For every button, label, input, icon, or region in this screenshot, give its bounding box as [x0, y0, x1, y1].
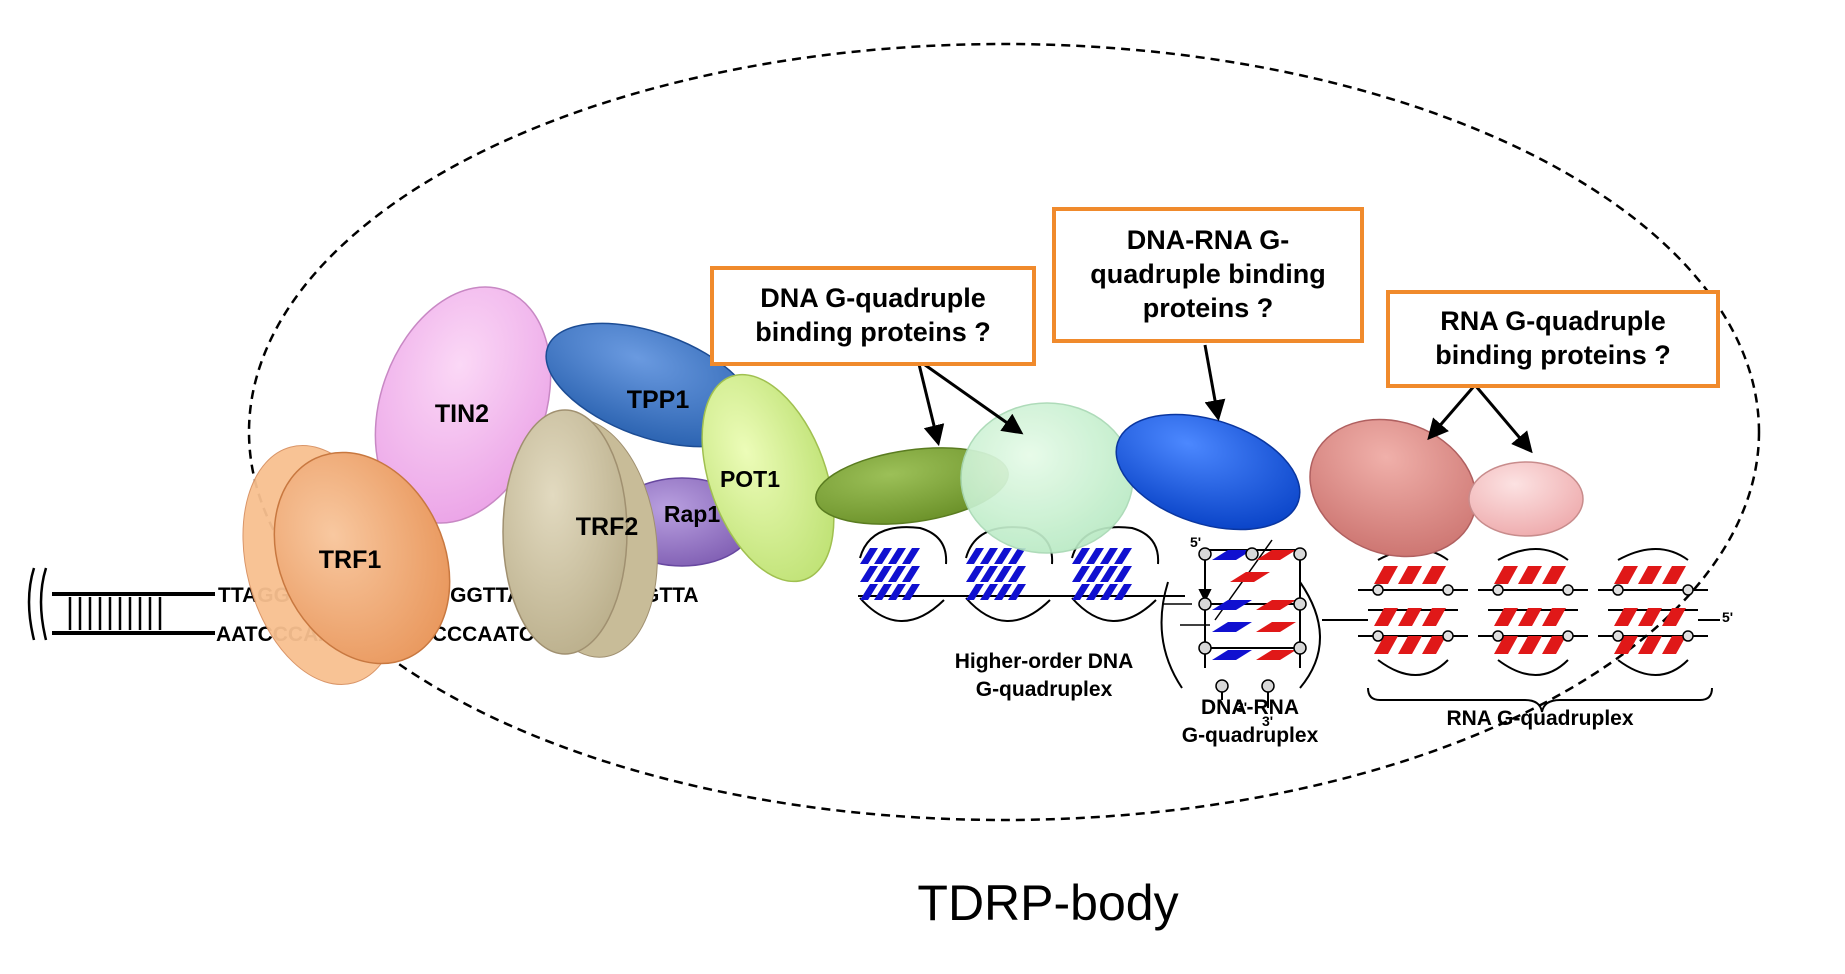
rna-gq-label: RNA G-quadruplex [1446, 707, 1633, 730]
dna-rna-g4-binding-protein [1115, 413, 1301, 531]
dna-g4-binding-question: DNA G-quadruple binding proteins ? [755, 283, 991, 347]
rna-g4-binding-protein-2 [1468, 461, 1584, 537]
trf1-label: TRF1 [319, 546, 382, 574]
pot1-label: POT1 [720, 466, 780, 492]
dna-gq-label-line2: G-quadruplex [976, 678, 1113, 701]
binding-arrows [916, 344, 1533, 454]
tdrp-body-label: TDRP-body [917, 875, 1178, 931]
rna-quadruplex-nodes [1372, 584, 1694, 642]
double-strand-dna [52, 592, 215, 635]
pot1-protein [701, 373, 835, 583]
rna-g-quadruplex-brace [1367, 687, 1713, 713]
rna-g4-binding-protein [1309, 418, 1477, 558]
rna-g4-binding-question-box: RNA G-quadruple binding proteins ? [1386, 290, 1720, 388]
tdrp-body-outline [247, 42, 1761, 822]
rap1-label: Rap1 [664, 501, 720, 527]
dna-rna-g4-binding-question-box: DNA-RNA G-quadruple binding proteins ? [1052, 207, 1364, 343]
trf2-label: TRF2 [576, 513, 639, 541]
dna-rna-quadruplex-nodes [1198, 547, 1307, 693]
dna-gq-label-line1: Higher-order DNA [955, 650, 1134, 673]
rna-five-prime-label: 5' [1722, 609, 1733, 625]
dna-rna-quadruplex-tiles [1212, 550, 1296, 660]
dna-rna-gq-label-line1: DNA-RNA [1201, 696, 1299, 719]
rna-g4-binding-question: RNA G-quadruple binding proteins ? [1435, 306, 1671, 370]
rna-g-quadruplex-structures [1322, 548, 1720, 713]
dna-g4-binding-question-box: DNA G-quadruple binding proteins ? [710, 266, 1036, 366]
dna-rna-gq-label-line2: G-quadruplex [1182, 724, 1319, 747]
trf1-protein [273, 451, 451, 665]
dna-rna-three-prime-label-b: 3' [1262, 713, 1273, 729]
dna-rna-five-prime-label: 5' [1190, 534, 1201, 550]
tpp1-label: TPP1 [627, 386, 690, 414]
trf2-protein [502, 409, 628, 655]
dna-rna-three-prime-label-a: 3' [1236, 699, 1247, 715]
tin2-label: TIN2 [435, 400, 489, 428]
dna-g4-binding-protein-2 [960, 402, 1134, 554]
dna-rna-g4-binding-question: DNA-RNA G-quadruple binding proteins ? [1090, 225, 1326, 323]
dna-break-symbol [27, 567, 48, 641]
